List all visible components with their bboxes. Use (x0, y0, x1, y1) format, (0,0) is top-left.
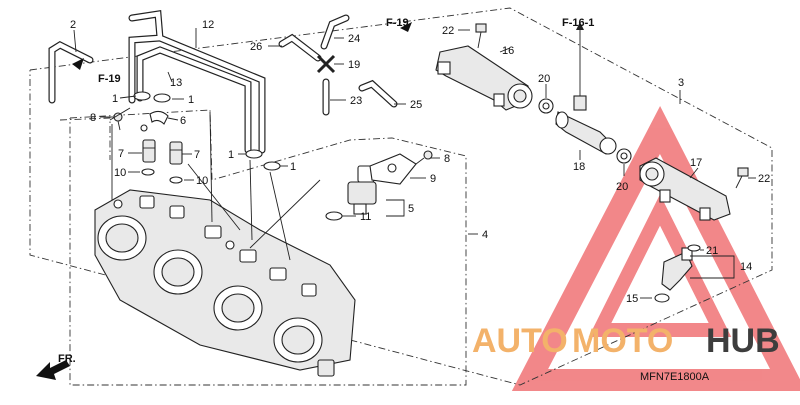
label-part-1a: 1 (112, 93, 118, 105)
label-part-13: 13 (170, 77, 182, 89)
oring-11 (325, 211, 343, 221)
seal-15 (654, 293, 670, 303)
ref-f19-top: F-19 (386, 17, 409, 29)
label-part-20b: 20 (616, 181, 628, 193)
diagram-code: MFN7E1800A (640, 371, 710, 383)
arrow-f19-left-icon (72, 58, 84, 70)
arrow-f19-top-icon (400, 22, 412, 32)
watermark-text: AUTO MOTO HUB (472, 322, 780, 360)
bolt-22-right (735, 167, 749, 189)
fuel-rail-17 (639, 157, 731, 221)
leader-lines (73, 28, 756, 299)
label-part-18: 18 (573, 161, 585, 173)
clip-1-parts (133, 91, 281, 171)
watermark-text-moto: MOTO (572, 322, 673, 360)
ref-f19-left: F-19 (98, 73, 121, 85)
label-part-9: 9 (430, 173, 436, 185)
hose-12 (128, 9, 266, 154)
label-part-7b: 7 (194, 149, 200, 161)
hose-24 (320, 14, 350, 50)
hose-2 (48, 40, 94, 104)
label-part-4: 4 (482, 229, 488, 241)
throttle-body-assembly (94, 189, 356, 377)
label-part-10a: 10 (114, 167, 126, 179)
injector-14 (661, 247, 693, 291)
label-part-1c: 1 (228, 149, 234, 161)
hose-25 (358, 79, 398, 108)
label-part-8b: 8 (444, 153, 450, 165)
oring-10-left (141, 168, 155, 176)
joint-19 (316, 54, 336, 74)
oring-10-right (169, 176, 183, 184)
label-part-14: 14 (740, 261, 752, 273)
group-outline-7-10 (59, 117, 111, 160)
screw-8-right (415, 150, 433, 165)
label-part-25: 25 (410, 99, 422, 111)
label-part-22b: 22 (758, 173, 770, 185)
front-direction-arrow-icon (36, 360, 70, 380)
label-part-1b: 1 (188, 94, 194, 106)
watermark-text-auto: AUTO (472, 322, 568, 360)
joint-18 (555, 22, 617, 155)
label-part-8a: 8 (90, 112, 96, 124)
direction-label: FR. (58, 353, 76, 365)
label-part-6: 6 (180, 115, 186, 127)
washer-20-bottom (616, 148, 632, 164)
clamp-6 (140, 110, 169, 132)
label-part-2: 2 (70, 19, 76, 31)
label-part-10b: 10 (196, 175, 208, 187)
label-part-24: 24 (348, 33, 360, 45)
nipple-7-left (142, 139, 156, 163)
bolt-22-top (475, 23, 487, 49)
washer-20-top (538, 98, 554, 114)
hose-13 (136, 46, 252, 154)
label-part-23: 23 (350, 95, 362, 107)
label-part-5: 5 (408, 203, 414, 215)
watermark-text-hub: HUB (706, 322, 780, 360)
label-part-21: 21 (706, 245, 718, 257)
label-part-15: 15 (626, 293, 638, 305)
label-part-12: 12 (202, 19, 214, 31)
label-part-19: 19 (348, 59, 360, 71)
oring-21 (687, 244, 701, 252)
nipple-7-right (169, 141, 183, 165)
label-part-1d: 1 (290, 161, 296, 173)
label-part-7a: 7 (118, 148, 124, 160)
label-part-3: 3 (678, 77, 684, 89)
label-part-16: 16 (502, 45, 514, 57)
fuel-rail-16 (435, 45, 533, 111)
label-part-20a: 20 (538, 73, 550, 85)
label-part-11: 11 (360, 211, 371, 223)
ref-f16-1: F-16-1 (562, 17, 594, 29)
sensor-5 (347, 165, 377, 215)
label-part-17: 17 (690, 157, 702, 169)
label-part-26: 26 (250, 41, 262, 53)
bracket-9 (369, 153, 417, 185)
watermark-logo (511, 106, 800, 391)
part-labels: 2 12 13 1 1 8 6 7 7 10 10 1 1 26 24 19 2… (70, 19, 770, 305)
label-part-22a: 22 (442, 25, 454, 37)
group-outline-3 (29, 7, 773, 386)
hose-26 (278, 33, 322, 62)
